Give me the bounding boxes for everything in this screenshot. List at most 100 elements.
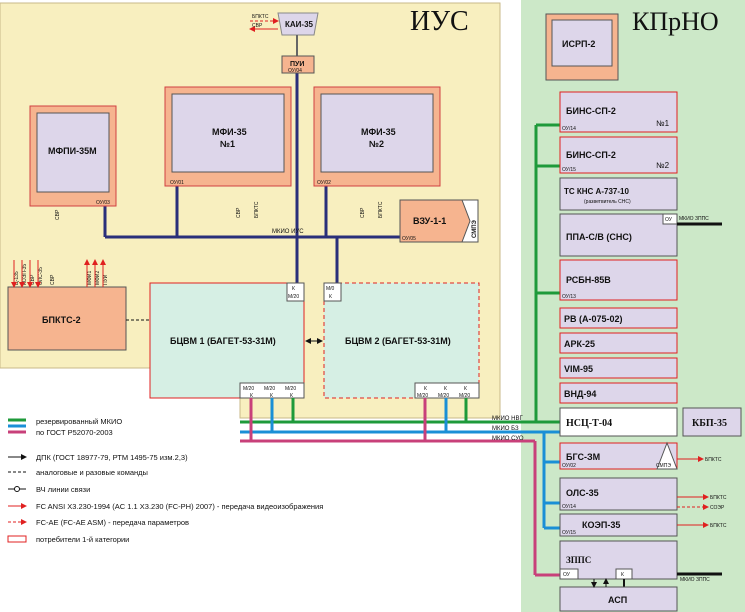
svg-text:МФИ2: МФИ2 bbox=[95, 270, 101, 285]
ols-title: ОЛС-35 bbox=[566, 488, 599, 498]
mfpi-sig: СВР bbox=[55, 209, 61, 220]
svg-text:СВР: СВР bbox=[50, 274, 56, 285]
kai35-label: КАИ-35 bbox=[285, 20, 314, 29]
svg-text:М/20: М/20 bbox=[264, 386, 275, 392]
rv-block bbox=[559, 307, 678, 329]
tskns-title: ТС КНС А-737-10 bbox=[564, 187, 629, 196]
bgs-sig: БПКТС bbox=[705, 457, 722, 463]
svg-text:К: К bbox=[424, 386, 427, 392]
svg-text:М/20: М/20 bbox=[438, 393, 449, 399]
kprno-zone-label: КПрНО bbox=[632, 7, 719, 36]
mfpi-port: ОУ/03 bbox=[96, 200, 110, 206]
mfi2-port: ОУ/02 bbox=[317, 180, 331, 186]
koep-sig: БПКТС bbox=[710, 523, 727, 529]
vzu-label: ВЗУ-1-1 bbox=[413, 216, 446, 226]
mfi1-num: №1 bbox=[220, 139, 235, 149]
bus-suo-label: МКИО СУО bbox=[492, 436, 524, 442]
isrp2-label: ИСРП-2 bbox=[562, 39, 595, 49]
svg-text:МФИ1: МФИ1 bbox=[87, 270, 93, 285]
zpps-port: ОУ bbox=[563, 572, 571, 578]
svg-text:М/20: М/20 bbox=[417, 393, 428, 399]
vzu-smpe: СМПЭ bbox=[472, 219, 478, 238]
ols-port: ОУ/14 bbox=[562, 504, 576, 510]
bins1-block bbox=[559, 91, 678, 133]
bcvm1-k: К bbox=[292, 286, 295, 292]
koep-port: ОУ/15 bbox=[562, 530, 576, 536]
ark-block bbox=[559, 332, 678, 354]
bins2-title: БИНС-СП-2 bbox=[566, 150, 616, 160]
bcvm1-m20: М/20 bbox=[288, 294, 299, 300]
bpkts2-block bbox=[7, 286, 127, 351]
kbp-block bbox=[682, 407, 742, 437]
bgs-block bbox=[559, 442, 678, 470]
mfpi-label: МФПИ-35М bbox=[48, 146, 97, 156]
bcvm1-ports: М/20 М/20 М/20 К К К bbox=[239, 382, 305, 399]
nsc-block bbox=[559, 407, 678, 437]
legend-item-1: по ГОСТ Р52070-2003 bbox=[36, 428, 113, 437]
ols-sig2: СОЭР bbox=[710, 505, 725, 511]
pui-label: ПУИ bbox=[290, 61, 304, 68]
legend-item-7: потребители 1-й категории bbox=[36, 535, 129, 544]
bus-nvg-label: МКИО НВГ bbox=[492, 416, 523, 422]
pui-block bbox=[281, 55, 315, 74]
bgs-smpe: СМПЭ bbox=[656, 463, 671, 469]
legend-item-6: FC-AE (FC-AE ASM) - передача параметров bbox=[36, 518, 189, 527]
bcvm2-m0: М/0 bbox=[326, 286, 335, 292]
asp-label: АСП bbox=[608, 595, 627, 605]
bcvm2-label: БЦВМ 2 (БАГЕТ-53-31М) bbox=[345, 336, 451, 346]
ius-zone-label: ИУС bbox=[410, 6, 469, 37]
koep-title: КОЭП-35 bbox=[582, 520, 620, 530]
mfi1-sig1: СВР bbox=[236, 207, 242, 218]
mfi2-title: МФИ-35 bbox=[361, 127, 396, 137]
ark-label: АРК-25 bbox=[564, 339, 595, 349]
ols-sig1: БПКТС bbox=[710, 495, 727, 501]
svg-text:М/20: М/20 bbox=[459, 393, 470, 399]
svg-text:ОЛС-35: ОЛС-35 bbox=[38, 267, 44, 285]
bcvm2-block bbox=[323, 282, 480, 399]
svg-text:К: К bbox=[270, 393, 273, 399]
vim-label: VIM-95 bbox=[564, 364, 593, 374]
rsbn-title: РСБН-85В bbox=[566, 275, 611, 285]
legend-item-5: FC ANSI X3.230-1994 (AC 1.1 X3.230 (FC-P… bbox=[36, 502, 323, 511]
bcvm1-label: БЦВМ 1 (БАГЕТ-53-31М) bbox=[170, 336, 276, 346]
zpps-bus-label: МКИО ЗППС bbox=[680, 577, 710, 583]
svg-text:К: К bbox=[250, 393, 253, 399]
mfi1-port: ОУ/01 bbox=[170, 180, 184, 186]
vzu-port: ОУ/05 bbox=[402, 236, 416, 242]
bins2-port: ОУ/15 bbox=[562, 167, 576, 173]
tskns-block bbox=[559, 177, 678, 211]
svg-text:К: К bbox=[290, 393, 293, 399]
legend-item-2: ДПК (ГОСТ 18977-79, РТМ 1495-75 изм.2,3) bbox=[36, 453, 188, 462]
legend-item-4: ВЧ линии связи bbox=[36, 485, 90, 494]
legend: резервированный МКИО по ГОСТ Р52070-2003… bbox=[7, 417, 323, 544]
bpkts2-label: БПКТС-2 bbox=[42, 315, 81, 325]
bpkts2-signals: Ц-135 КОЭП-35 СВР ОЛС-35 СВР МФИ1 МФИ2 П… bbox=[11, 259, 109, 288]
svg-text:К: К bbox=[464, 386, 467, 392]
svg-text:КОЭП-35: КОЭП-35 bbox=[22, 264, 28, 285]
bgs-port: ОУ/02 bbox=[562, 463, 576, 469]
mfi1-title: МФИ-35 bbox=[212, 127, 247, 137]
mkio-buses: МКИО НВГ МКИО БЗ МКИО СУО bbox=[240, 123, 560, 577]
legend-item-0: резервированный МКИО bbox=[36, 417, 122, 426]
rsbn-port: ОУ/13 bbox=[562, 294, 576, 300]
rsbn-block bbox=[559, 259, 678, 301]
bcvm2-ports: К К К М/20 М/20 М/20 bbox=[414, 382, 480, 399]
svg-text:М/20: М/20 bbox=[285, 386, 296, 392]
tskns-sub: (разветвитель СНС) bbox=[584, 199, 631, 205]
pui-port: ОУ/04 bbox=[288, 68, 302, 74]
legend-item-3: аналоговые и разовые команды bbox=[36, 468, 148, 477]
ppa-bus-label: МКИО ЗППС bbox=[679, 216, 709, 222]
bus-bz-label: МКИО БЗ bbox=[492, 426, 519, 432]
svg-text:М/20: М/20 bbox=[243, 386, 254, 392]
kbp-label: КБП-35 bbox=[692, 418, 727, 429]
mfi1-sig2: БПКТС bbox=[254, 201, 260, 218]
mkio-ius-label: МКИО ИУС bbox=[272, 229, 304, 235]
vnd-block bbox=[559, 382, 678, 404]
mfi2-sig1: СВР bbox=[360, 207, 366, 218]
zpps-k: К bbox=[621, 572, 624, 578]
bins1-port: ОУ/14 bbox=[562, 126, 576, 132]
bins1-num: №1 bbox=[656, 119, 670, 128]
kai35-sig2: СВР bbox=[252, 23, 263, 29]
svg-text:К: К bbox=[444, 386, 447, 392]
